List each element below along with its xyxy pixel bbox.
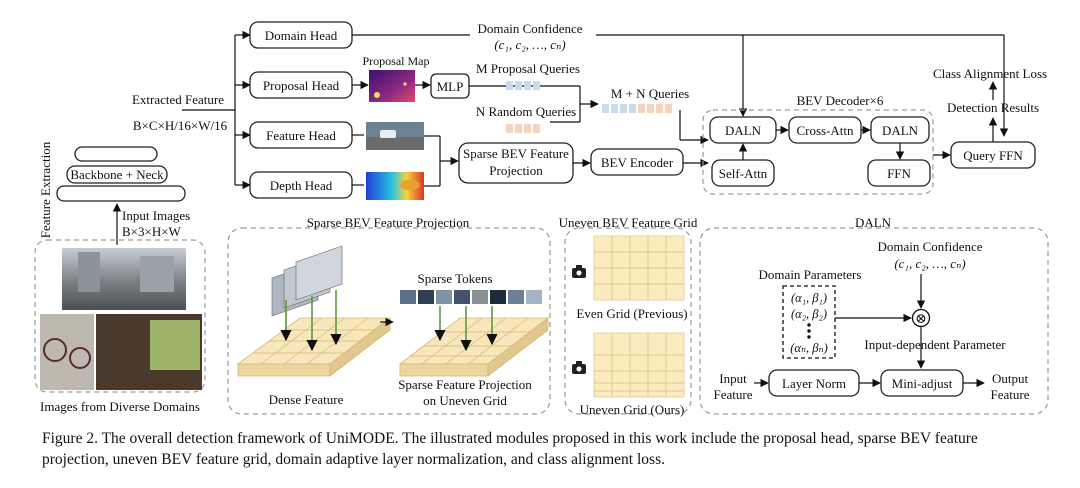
param-n: (αₙ, βₙ) bbox=[790, 341, 828, 355]
param-2: (α₂, β₂) bbox=[791, 307, 827, 321]
uneven-grid bbox=[593, 332, 685, 398]
uneven-grid-panel bbox=[564, 227, 692, 415]
sparse-panel-title: Sparse BEV Feature Projection bbox=[307, 215, 470, 230]
framework-figure: Extracted Feature B×C×H/16×W/16 Backbone… bbox=[34, 21, 1049, 417]
layer-norm-label: Layer Norm bbox=[782, 376, 846, 391]
uneven-grid-slab bbox=[398, 317, 550, 377]
street-building bbox=[78, 252, 100, 292]
m-proposal-queries-label: M Proposal Queries bbox=[476, 61, 580, 76]
daln-domain-confidence-label: Domain Confidence bbox=[877, 239, 982, 254]
sparse-tokens-label: Sparse Tokens bbox=[417, 271, 492, 286]
figure-caption: Figure 2. The overall detection framewor… bbox=[42, 430, 978, 468]
extracted-feature-dims: B×C×H/16×W/16 bbox=[133, 118, 228, 133]
street-building-2 bbox=[140, 256, 174, 292]
class-alignment-loss-label: Class Alignment Loss bbox=[933, 66, 1047, 81]
proposal-head-label: Proposal Head bbox=[263, 78, 340, 93]
domain-parameters-box bbox=[782, 285, 836, 359]
mlp-label: MLP bbox=[437, 79, 464, 94]
input-feature-label-1: Input bbox=[719, 371, 747, 386]
daln-label-2: DALN bbox=[882, 123, 919, 138]
bicycle-image bbox=[40, 314, 94, 390]
domain-confidence-vector: (c₁, c₂, …, cₙ) bbox=[494, 37, 565, 52]
sparse-bev-label-1: Sparse BEV Feature bbox=[463, 146, 569, 161]
n-random-queries-label: N Random Queries bbox=[476, 104, 576, 119]
stem-layer bbox=[56, 185, 186, 202]
backbone-layer bbox=[66, 165, 168, 184]
domain-parameters-label: Domain Parameters bbox=[759, 267, 862, 282]
depth-object bbox=[400, 180, 420, 190]
self-attn-label: Self-Attn bbox=[719, 166, 768, 181]
mini-adjust-label: Mini-adjust bbox=[892, 376, 953, 391]
bev-decoder-label: BEV Decoder×6 bbox=[797, 93, 884, 108]
domain-head-label: Domain Head bbox=[265, 28, 338, 43]
input-dims-label: B×3×H×W bbox=[122, 224, 182, 239]
bev-encoder-label: BEV Encoder bbox=[601, 155, 674, 170]
images-from-domains-label: Images from Diverse Domains bbox=[40, 399, 200, 414]
feature-head-label: Feature Head bbox=[266, 128, 336, 143]
detection-results-label: Detection Results bbox=[947, 100, 1039, 115]
input-images-panel bbox=[34, 239, 206, 393]
even-grid-label: Even Grid (Previous) bbox=[576, 306, 687, 321]
proposal-query-tokens bbox=[506, 81, 540, 90]
bike-wheel bbox=[43, 338, 67, 362]
backbone-neck-stack: Backbone + Neck bbox=[56, 146, 186, 202]
param-1: (α₁, β₁) bbox=[791, 291, 827, 305]
query-ffn-label: Query FFN bbox=[963, 148, 1023, 163]
daln-panel-title: DALN bbox=[855, 215, 892, 230]
output-feature-label-2: Feature bbox=[991, 387, 1030, 402]
feature-road bbox=[366, 137, 424, 150]
input-dependent-label: Input-dependent Parameter bbox=[864, 337, 1006, 352]
even-grid bbox=[593, 235, 685, 301]
dense-grid bbox=[236, 317, 392, 377]
extracted-feature-label: Extracted Feature bbox=[132, 92, 224, 107]
mn-queries-label: M + N Queries bbox=[611, 86, 689, 101]
depth-head-label: Depth Head bbox=[270, 178, 333, 193]
camera-icon bbox=[572, 361, 586, 374]
ffn-box bbox=[867, 159, 931, 187]
feature-car bbox=[380, 130, 396, 138]
proposal-peak bbox=[374, 92, 380, 98]
daln-label-1: DALN bbox=[725, 123, 762, 138]
image-feature-stack bbox=[271, 245, 343, 317]
bike-wheel-2 bbox=[69, 347, 91, 369]
indoor-window bbox=[150, 320, 200, 370]
bev-encoder-box bbox=[590, 148, 684, 176]
sparse-projection-label-1: Sparse Feature Projection bbox=[398, 377, 532, 392]
multiply-symbol: ⊗ bbox=[915, 312, 927, 327]
multiply-node bbox=[911, 308, 931, 328]
daln-confidence-vector: (c₁, c₂, …, cₙ) bbox=[894, 256, 965, 271]
sparse-projection-label-2: on Uneven Grid bbox=[423, 393, 507, 408]
sparse-bev-label-2: Projection bbox=[489, 163, 543, 178]
feature-extraction-label: Feature Extraction bbox=[38, 141, 53, 238]
proposal-peak-2 bbox=[403, 82, 407, 86]
proposal-map-label: Proposal Map bbox=[363, 54, 430, 68]
backbone-neck-label: Backbone + Neck bbox=[70, 167, 164, 182]
sparse-token-strip bbox=[400, 290, 542, 304]
camera-icon bbox=[572, 265, 586, 278]
sparse-projection-panel bbox=[227, 227, 551, 415]
input-feature-label-2: Feature bbox=[714, 387, 753, 402]
uneven-panel-title: Uneven BEV Feature Grid bbox=[559, 215, 698, 230]
bev-decoder-panel bbox=[702, 109, 934, 195]
mn-query-tokens bbox=[602, 104, 672, 113]
ffn-label: FFN bbox=[887, 166, 911, 181]
random-query-tokens bbox=[506, 124, 540, 133]
input-images-label: Input Images bbox=[122, 208, 190, 223]
dense-feature-label: Dense Feature bbox=[269, 392, 344, 407]
neck-layer bbox=[74, 146, 158, 162]
uneven-grid-label: Uneven Grid (Ours) bbox=[580, 402, 685, 417]
cross-attn-label: Cross-Attn bbox=[796, 123, 854, 138]
vertical-ellipsis-icon bbox=[807, 323, 811, 339]
left-trunk bbox=[182, 30, 251, 190]
output-feature-label-1: Output bbox=[992, 371, 1029, 386]
domain-confidence-label: Domain Confidence bbox=[477, 21, 582, 36]
